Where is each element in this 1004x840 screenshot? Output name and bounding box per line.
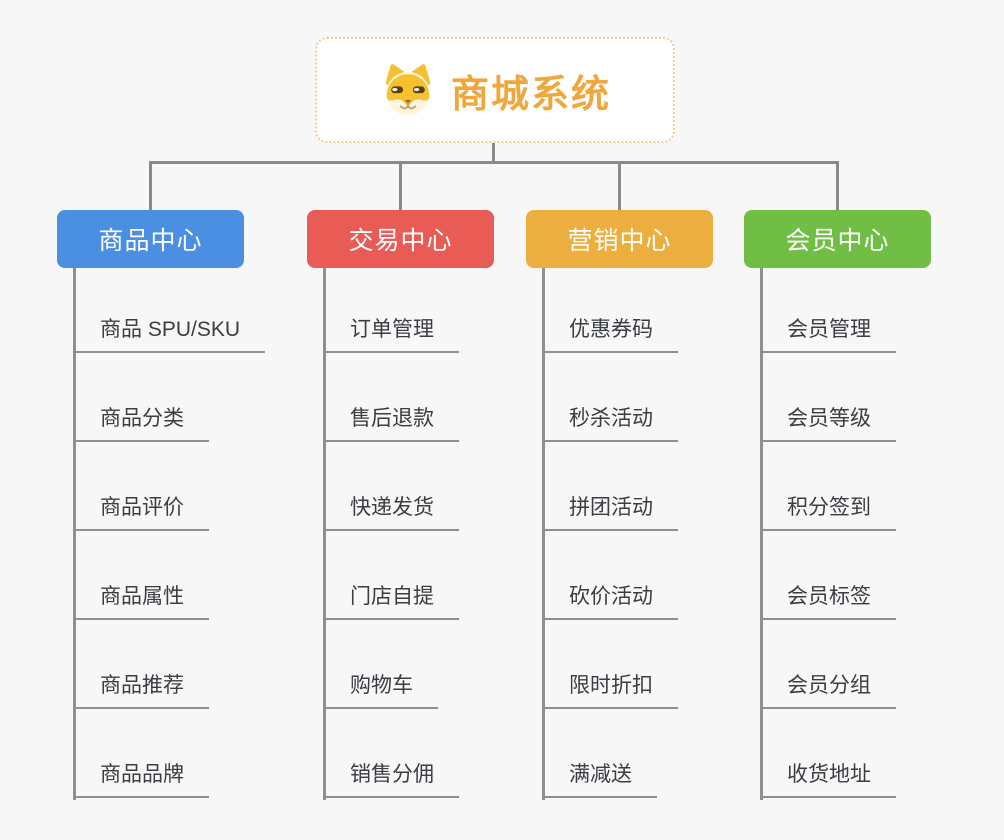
- mindmap-node[interactable]: 售后退款: [323, 404, 459, 442]
- mindmap-node[interactable]: 快递发货: [323, 493, 459, 531]
- branch-header-marketing-center[interactable]: 营销中心: [526, 210, 713, 268]
- mindmap-node[interactable]: 商品分类: [73, 404, 209, 442]
- mindmap-node[interactable]: 秒杀活动: [542, 404, 678, 442]
- mindmap-node[interactable]: 收货地址: [760, 760, 896, 798]
- branch-header-label: 会员中心: [785, 227, 890, 255]
- mindmap-node[interactable]: 门店自提: [323, 582, 459, 620]
- mindmap-node[interactable]: 优惠券码: [542, 315, 678, 353]
- root-node[interactable]: 商城系统: [315, 37, 675, 143]
- connector-drop-marketing: [618, 161, 621, 213]
- mindmap-node[interactable]: 限时折扣: [542, 671, 678, 709]
- branch-header-member-center[interactable]: 会员中心: [744, 210, 931, 268]
- mindmap-node[interactable]: 会员标签: [760, 582, 896, 620]
- branch-items-marketing: 优惠券码 秒杀活动 拼团活动 砍价活动 限时折扣 满减送: [542, 268, 678, 800]
- connector-drop-member: [836, 161, 839, 213]
- connector-drop-product: [149, 161, 152, 213]
- mindmap-node[interactable]: 商品推荐: [73, 671, 209, 709]
- branch-items-member: 会员管理 会员等级 积分签到 会员标签 会员分组 收货地址: [760, 268, 896, 800]
- branch-header-label: 营销中心: [567, 227, 672, 255]
- branch-header-label: 商品中心: [98, 227, 203, 255]
- mindmap-node[interactable]: 订单管理: [323, 315, 459, 353]
- mindmap-node[interactable]: 积分签到: [760, 493, 896, 531]
- mindmap-node[interactable]: 商品品牌: [73, 760, 209, 798]
- mindmap-node[interactable]: 购物车: [323, 671, 438, 709]
- mindmap-node[interactable]: 销售分佣: [323, 760, 459, 798]
- mindmap-node[interactable]: 拼团活动: [542, 493, 678, 531]
- mindmap-node[interactable]: 商品属性: [73, 582, 209, 620]
- branch-header-label: 交易中心: [348, 227, 453, 255]
- branch-header-trade-center[interactable]: 交易中心: [307, 210, 494, 268]
- branch-items-trade: 订单管理 售后退款 快递发货 门店自提 购物车 销售分佣: [323, 268, 459, 800]
- connector-drop-trade: [399, 161, 402, 213]
- branch-header-product-center[interactable]: 商品中心: [57, 210, 244, 268]
- branch-items-product: 商品 SPU/SKU 商品分类 商品评价 商品属性 商品推荐 商品品牌: [73, 268, 266, 800]
- mindmap-node[interactable]: 商品 SPU/SKU: [73, 315, 266, 353]
- dog-face-icon: [379, 62, 437, 118]
- mindmap-node[interactable]: 满减送: [542, 760, 657, 798]
- mindmap-node[interactable]: 会员分组: [760, 671, 896, 709]
- mindmap-node[interactable]: 会员管理: [760, 315, 896, 353]
- mindmap-node[interactable]: 会员等级: [760, 404, 896, 442]
- root-title: 商城系统: [450, 73, 611, 116]
- mindmap-node[interactable]: 砍价活动: [542, 582, 678, 620]
- connector-root-stub: [492, 143, 495, 163]
- connector-horizontal: [149, 161, 839, 164]
- mindmap-node[interactable]: 商品评价: [73, 493, 209, 531]
